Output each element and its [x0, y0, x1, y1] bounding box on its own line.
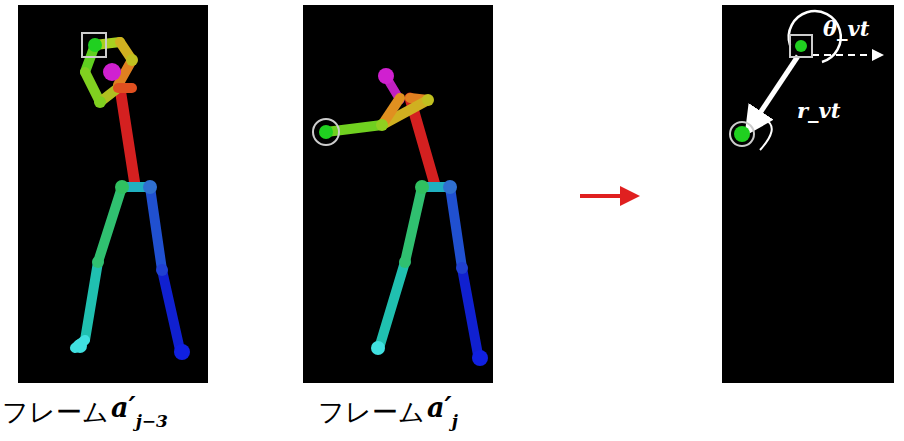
vector-figure — [730, 11, 880, 150]
vector-panel — [722, 5, 894, 383]
skeleton — [73, 33, 190, 360]
frame-variable: j−3 — [136, 411, 168, 431]
frame-caption: フレーム — [318, 395, 425, 430]
frame-variable: a′ — [111, 392, 136, 423]
frame-panel — [18, 5, 208, 383]
frame-caption: フレーム — [2, 395, 109, 430]
process-arrow — [580, 186, 640, 206]
frame-panel — [303, 5, 493, 383]
vector-label: r_vt — [797, 98, 840, 123]
frame-variable: j — [452, 411, 458, 431]
frame-variable: a′ — [427, 392, 452, 423]
vector-label: θ_vt — [823, 16, 869, 41]
skeleton — [313, 68, 488, 366]
